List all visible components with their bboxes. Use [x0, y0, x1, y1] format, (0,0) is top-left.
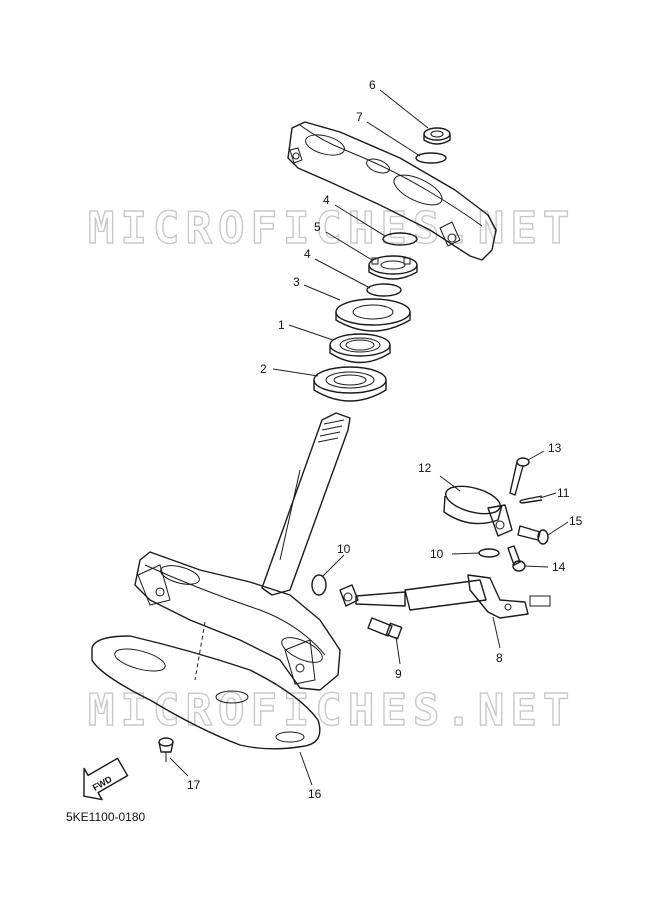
part-bearing-lower [313, 366, 387, 402]
lower-bracket [134, 551, 341, 691]
part-nut [423, 127, 451, 145]
part-lock-washer-lower [366, 283, 402, 297]
callout-9: 9 [395, 667, 402, 681]
callout-2: 2 [260, 362, 267, 376]
part-damper-washer-left [311, 574, 327, 596]
part-cotter-pin [519, 495, 543, 504]
callout-5: 5 [314, 220, 321, 234]
callout-1: 1 [278, 318, 285, 332]
upper-bracket [287, 121, 497, 261]
callout-labels: 6 7 4 5 4 3 1 2 10 10 12 13 11 15 14 8 9… [187, 78, 583, 801]
part-plate-bolt [158, 737, 174, 762]
steering-stem [261, 412, 351, 596]
callout-7: 7 [356, 110, 363, 124]
part-damper-washer-right [478, 548, 500, 558]
part-ring-nut [368, 255, 418, 280]
callout-11: 11 [557, 486, 570, 500]
callout-3: 3 [293, 275, 300, 289]
part-pin [509, 457, 530, 496]
callout-4-lower: 4 [304, 247, 311, 261]
callout-14: 14 [552, 560, 566, 574]
callout-10-right: 10 [430, 547, 444, 561]
callout-15: 15 [569, 514, 583, 528]
forward-arrow-icon: FWD [83, 757, 129, 801]
part-lock-washer-upper [382, 232, 418, 246]
part-steering-damper [339, 574, 551, 619]
callout-17: 17 [187, 778, 201, 792]
diagram-code: 5KE1100-0180 [66, 810, 146, 824]
callout-10-left: 10 [337, 542, 351, 556]
part-bearing-cover [335, 298, 411, 332]
callout-16: 16 [308, 787, 322, 801]
callout-8: 8 [496, 651, 503, 665]
callout-6: 6 [369, 78, 376, 92]
callout-13: 13 [548, 441, 562, 455]
watermark-bottom: MICROFICHES.NET [88, 685, 575, 736]
part-bearing-upper [329, 333, 391, 364]
part-bracket-bolt [517, 525, 549, 545]
leader-lines [169, 89, 569, 786]
part-damper-bracket [443, 485, 513, 537]
part-washer [415, 152, 447, 164]
part-damper-bolt [367, 617, 403, 640]
callout-4-upper: 4 [323, 193, 330, 207]
part-damper-bolt-2 [507, 545, 526, 572]
part-guard-plate [91, 621, 321, 750]
callout-12: 12 [418, 461, 432, 475]
watermark-top: MICROFICHES.NET [88, 203, 575, 254]
